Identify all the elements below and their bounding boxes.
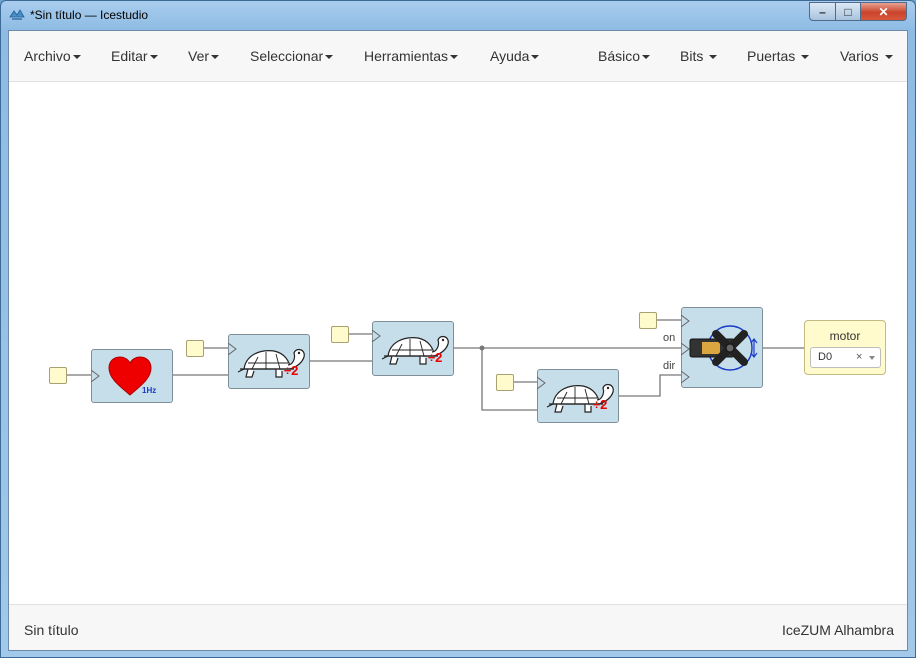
app-client-area: Archivo Editar Ver Seleccionar Herramien… [8,30,908,651]
wire [481,348,537,411]
caret-down-icon [325,55,334,59]
menu-herramientas[interactable]: Herramientas [364,48,459,64]
minimize-icon: – [819,4,826,19]
pin-select[interactable]: D0 × [810,347,881,368]
wire-junction [479,345,485,351]
wire-layer [67,319,804,411]
divider-block[interactable]: ÷2 [228,334,310,389]
heart-icon [108,356,152,396]
menu-puertas[interactable]: Puertas [747,48,810,64]
clear-icon[interactable]: × [856,351,863,363]
design-canvas[interactable]: 1Hz ÷2 [9,82,907,604]
motor-output-block[interactable]: motor D0 × [804,320,886,375]
board-name[interactable]: IceZUM Alhambra [781,622,894,638]
menu-label: Ayuda [490,48,530,64]
project-name: Sin título [24,622,79,638]
input-arrow-icon [91,370,100,382]
menu-ayuda[interactable]: Ayuda [490,48,540,64]
menu-ver[interactable]: Ver [188,48,220,64]
output-name: motor [829,329,861,343]
menu-label: Ver [188,48,210,64]
window-title: *Sin título — Icestudio [30,8,149,22]
menu-seleccionar[interactable]: Seleccionar [250,48,334,64]
menu-label: Básico [598,48,641,64]
servo-block[interactable] [681,307,763,388]
input-arrow-icon [681,315,690,327]
menu-label: Varios [840,48,879,64]
caret-down-icon [531,55,540,59]
servo-icon [689,325,758,371]
maximize-button[interactable]: □ [835,2,861,21]
caret-down-icon [211,55,220,59]
close-button[interactable]: ✕ [860,2,907,21]
title-bar[interactable]: *Sin título — Icestudio – □ ✕ [1,1,915,29]
wire [618,374,681,397]
input-port[interactable] [496,374,514,391]
caret-down-icon [149,55,158,59]
heartbeat-1hz-block[interactable]: 1Hz [91,349,173,403]
menu-label: Puertas [747,48,796,64]
caret-down-icon [801,55,810,59]
caret-down-icon [642,55,651,59]
input-arrow-icon [681,343,690,355]
caret-down-icon [450,55,459,59]
menu-archivo[interactable]: Archivo [24,48,81,64]
close-icon: ✕ [878,4,889,19]
caret-down-icon [884,55,893,59]
turtle-icon [546,383,614,413]
input-arrow-icon [228,343,237,355]
input-port[interactable] [49,367,67,384]
dir-wire-label: dir [663,360,676,372]
menu-label: Editar [111,48,148,64]
icestudio-logo-icon [9,9,25,20]
status-bar: Sin título IceZUM Alhambra [9,604,907,650]
menu-bits[interactable]: Bits [680,48,718,64]
menu-label: Bits [680,48,704,64]
dropdown-arrow-icon[interactable] [869,356,875,360]
menu-label: Seleccionar [250,48,324,64]
divide-by-label: ÷2 [428,350,443,365]
pin-select-value: D0 [818,351,833,363]
turtle-icon [237,348,305,378]
menu-varios[interactable]: Varios [840,48,893,64]
input-port[interactable] [639,312,657,329]
input-port[interactable] [186,340,204,357]
input-arrow-icon [681,371,690,383]
divider-block[interactable]: ÷2 [372,321,454,376]
maximize-icon: □ [844,4,852,19]
menu-editar[interactable]: Editar [111,48,158,64]
caret-down-icon [72,55,81,59]
frequency-label: 1Hz [142,386,157,395]
menu-label: Archivo [24,48,71,64]
caret-down-icon [709,55,718,59]
divide-by-label: ÷2 [284,363,299,378]
minimize-button[interactable]: – [809,2,836,21]
divide-by-label: ÷2 [593,397,608,412]
divider-block[interactable]: ÷2 [537,369,619,423]
menu-basico[interactable]: Básico [598,48,651,64]
turtle-icon [381,335,449,365]
input-arrow-icon [372,330,381,342]
input-port[interactable] [331,326,349,343]
menu-label: Herramientas [364,48,449,64]
menu-bar: Archivo Editar Ver Seleccionar Herramien… [9,31,907,82]
input-arrow-icon [537,377,546,389]
on-wire-label: on [663,332,676,344]
